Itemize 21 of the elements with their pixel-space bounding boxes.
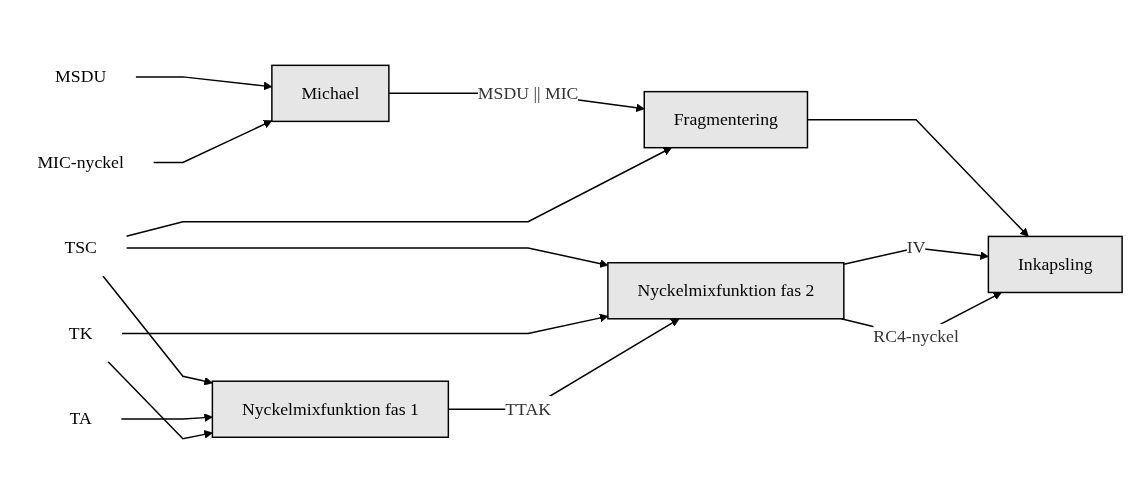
edge-label: IV <box>906 237 926 257</box>
node-text: MIC-nyckel <box>37 151 124 172</box>
node-box: Inkapsling <box>987 235 1123 293</box>
edge-label: TTAK <box>505 398 551 419</box>
node-text: MSDU <box>55 66 107 86</box>
node-box: Nyckelmixfunktion fas 1 <box>211 380 450 438</box>
arrow <box>102 274 213 385</box>
node-box: Fragmentering <box>643 90 809 148</box>
node-box: Michael <box>271 64 390 122</box>
edge-label: MSDU || MIC <box>477 82 579 103</box>
arrow <box>125 146 672 237</box>
arrow <box>107 360 213 440</box>
node-text: TSC <box>64 237 97 257</box>
arrow <box>152 119 273 163</box>
edge-label: RC4-nyckel <box>873 326 959 346</box>
arrow <box>120 412 213 422</box>
node-box: Nyckelmixfunktion fas 2 <box>607 261 845 320</box>
node-text: TK <box>68 322 93 343</box>
arrow <box>843 246 989 265</box>
arrow <box>121 313 609 334</box>
node-text: TA <box>69 408 92 428</box>
